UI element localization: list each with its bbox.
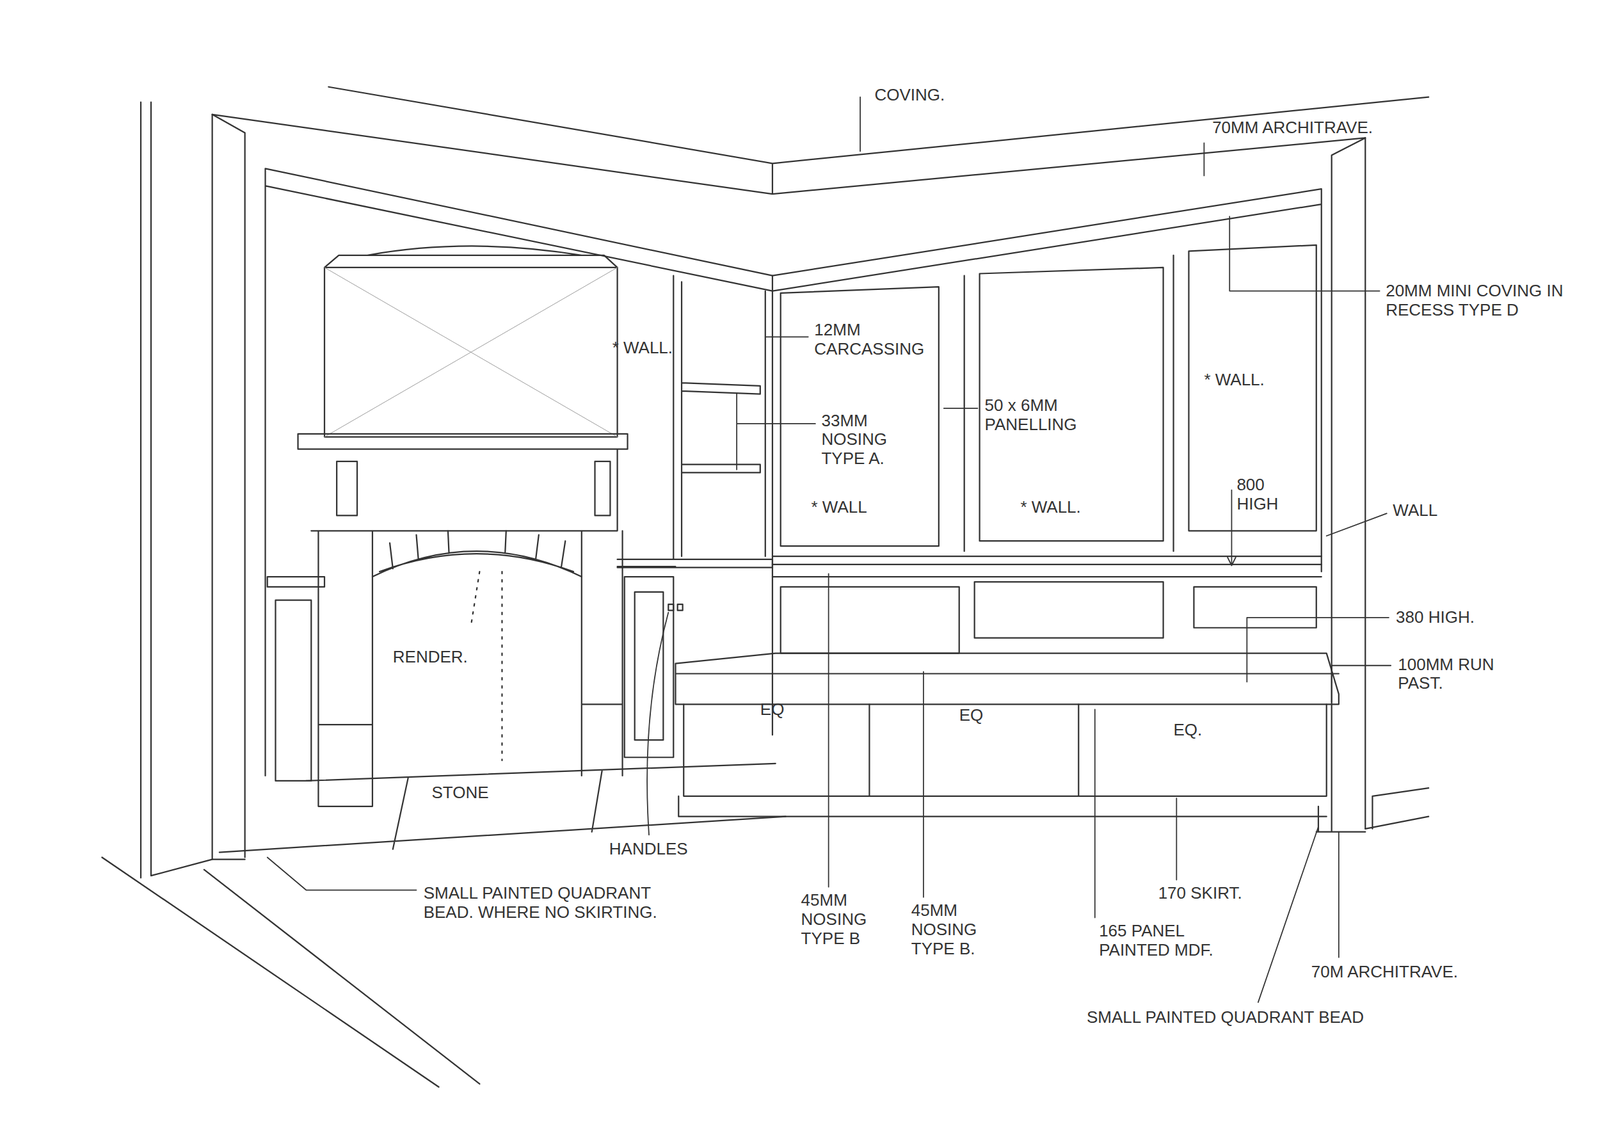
annotation-label: STONE — [431, 783, 521, 803]
leader-lines — [267, 97, 1391, 1003]
annotation-label: 12MM CARCASSING — [814, 320, 930, 360]
annotation-label: * WALL. — [612, 338, 715, 358]
bench-drawers — [678, 704, 1327, 816]
annotation-label: RENDER. — [392, 647, 496, 667]
recess-coving — [265, 168, 1322, 776]
annotation-label: 165 PANEL PAINTED MDF. — [1098, 921, 1247, 960]
annotation-label: SMALL PAINTED QUADRANT BEAD — [1086, 1008, 1369, 1028]
mirror-cross — [324, 267, 618, 438]
bench-seat — [675, 653, 1339, 705]
render-marks — [471, 571, 503, 761]
alcove-shelves — [617, 275, 773, 568]
handle-symbol — [668, 604, 683, 611]
wall-panelling — [772, 245, 1322, 565]
annotation-label: 380 HIGH. — [1395, 608, 1518, 628]
annotation-label: EQ — [959, 705, 1011, 726]
dado-panels — [267, 566, 676, 781]
annotation-label: 100MM RUN PAST. — [1397, 655, 1526, 694]
annotation-label: 33MM NOSING TYPE A. — [821, 411, 918, 470]
annotation-label: * WALL — [811, 497, 914, 518]
annotation-label: 170 SKIRT. — [1158, 883, 1287, 904]
annotation-label: 70MM ARCHITRAVE. — [1212, 118, 1424, 138]
fireplace-surround — [298, 433, 628, 807]
annotation-label: * WALL. — [1020, 497, 1123, 518]
annotation-label: COVING. — [874, 85, 1003, 105]
annotation-label: WALL — [1392, 501, 1470, 521]
annotation-label: SMALL PAINTED QUADRANT BEAD. WHERE NO SK… — [423, 883, 699, 923]
annotation-label: EQ — [760, 700, 812, 720]
architrave-frame — [212, 114, 1366, 860]
hearth-stone — [219, 763, 786, 853]
annotation-label: HANDLES — [609, 839, 712, 859]
annotation-label: 45MM NOSING TYPE B. — [911, 901, 995, 959]
fireplace-mirror — [324, 245, 618, 437]
annotation-label: 70M ARCHITRAVE. — [1311, 962, 1504, 982]
annotation-label: 45MM NOSING TYPE B — [801, 890, 885, 949]
annotation-label: 50 x 6MM PANELLING — [984, 396, 1113, 435]
annotation-label: 800 HIGH — [1236, 475, 1288, 514]
annotation-label: * WALL. — [1203, 370, 1307, 390]
annotation-label: EQ. — [1173, 720, 1225, 740]
bench-back — [772, 576, 1322, 654]
fireplace-arch — [372, 530, 582, 577]
annotation-label: 20MM MINI COVING IN RECESS TYPE D — [1385, 281, 1565, 320]
room-walls — [101, 87, 1429, 1088]
